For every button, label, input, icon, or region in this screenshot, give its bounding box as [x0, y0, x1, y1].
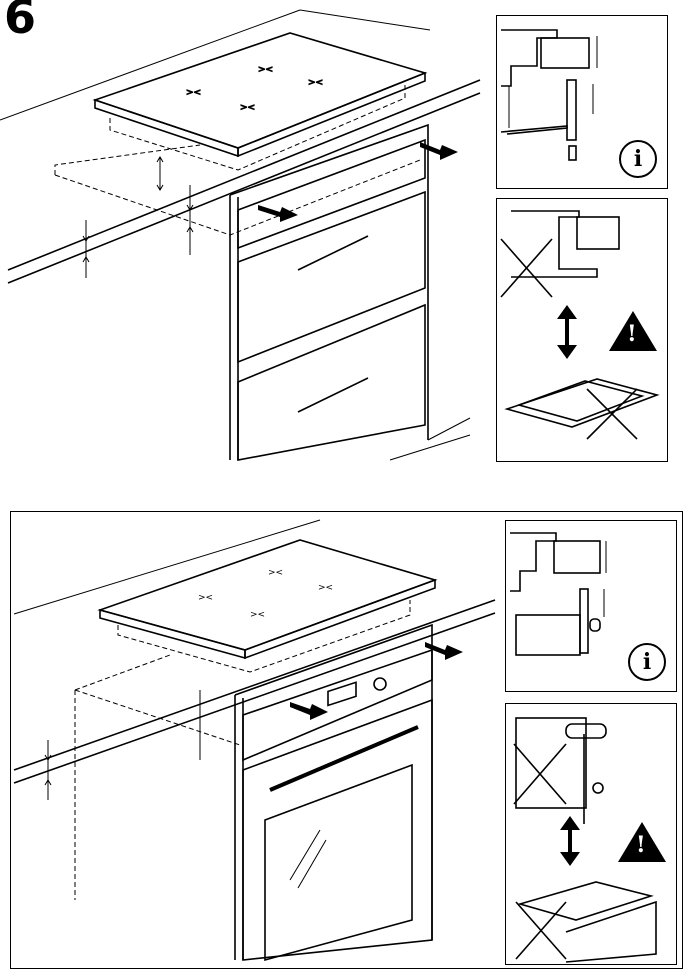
oven-door: [243, 700, 432, 960]
svg-text:><: ><: [268, 568, 283, 578]
pull-arrows: [290, 642, 463, 720]
warning-icon: !: [618, 822, 666, 862]
oven-cabinet: [235, 625, 432, 960]
burner-marks: >< >< >< ><: [198, 568, 333, 620]
oven-handle: [270, 727, 418, 790]
oven-control-panel: [243, 650, 432, 760]
oven-display: [328, 682, 356, 705]
svg-text:><: ><: [250, 610, 265, 620]
cooktop-top: [100, 540, 435, 650]
bottom-warning-panel: !: [505, 703, 677, 965]
svg-text:><: ><: [198, 593, 213, 603]
info-icon: i: [628, 643, 666, 681]
oven-knob: [374, 678, 386, 690]
oven-window: [265, 765, 412, 960]
bottom-info-panel: i: [505, 520, 677, 692]
worktop-front-edge: [14, 600, 495, 770]
svg-text:><: ><: [318, 583, 333, 593]
